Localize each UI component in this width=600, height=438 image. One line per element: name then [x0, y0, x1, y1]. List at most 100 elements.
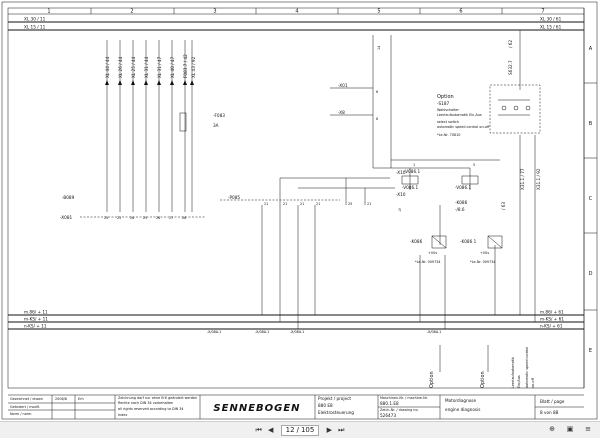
- option-part: *Le-Nr. 70810: [437, 133, 460, 137]
- top-power-rails: XL 30 / 11 XL 15 / 11 XL 30 / 61 XL 15 /…: [8, 17, 584, 31]
- rail-label-top2-right: XL 15 / 61: [540, 25, 562, 30]
- option-ref4: X31.1 / 92: [536, 168, 541, 190]
- option-rot-d: on-off: [531, 377, 535, 388]
- relay-section: -V086.1 -V086.1 -V086.1 -K086 -/8.6 -K08…: [396, 163, 506, 264]
- next-page-button[interactable]: ▶: [326, 426, 333, 434]
- p085-pin-6: 21: [367, 202, 371, 206]
- relay-part-2: *Le-Nr. 009734: [470, 260, 496, 264]
- x081-pin-2: 25: [117, 216, 121, 220]
- page-indicator[interactable]: 12 / 105: [280, 424, 320, 436]
- menu-icon[interactable]: ≡: [585, 425, 591, 433]
- rail-label-top1: XL 30 / 11: [24, 17, 46, 22]
- x081-pin-3: 26: [130, 216, 134, 220]
- option-text-de2: Leerlaufautomatik Ein-Aus: [437, 113, 482, 117]
- project-value: 880 E8: [318, 403, 333, 408]
- x081-pin-5: 26: [156, 216, 160, 220]
- created-name: Erh: [78, 397, 84, 401]
- prev-page-button[interactable]: ◀: [267, 426, 274, 434]
- rail-label-bot3-right: n-KS/ + 61: [540, 324, 563, 329]
- terminal-row-x081: -X081 25 25 26 25 26 27 28: [60, 215, 205, 220]
- option-sections: Option Option Leerlaufautomatik Ein/Aus …: [429, 345, 535, 388]
- rail-label-bot1-right: m.86/ + 61: [540, 310, 564, 315]
- page-separator: /: [296, 426, 299, 434]
- option-rot-a: Leerlaufautomatik: [511, 357, 515, 388]
- created-date: 2006/8: [55, 397, 67, 401]
- connector-label-3: XL 25 / 44: [131, 56, 136, 78]
- relay-ref-right: / 63: [501, 202, 506, 210]
- relay-k086-2-ref: +V0s: [480, 251, 489, 255]
- relay-part-1: *Le-Nr. 009734: [415, 260, 441, 264]
- rail-label-bot1: m.86/ + 11: [24, 310, 48, 315]
- bottom-ref-1: -X/08A.1: [207, 330, 221, 334]
- bottom-ref-2: -X/08A.1: [255, 330, 269, 334]
- option-rot-c: automatic speed control: [525, 347, 529, 388]
- relay-k086-1: -K086: [410, 239, 423, 244]
- x081-pin-4: 25: [143, 216, 147, 220]
- terminal-x081-label: -X081: [60, 215, 72, 220]
- column-label-7: 7: [541, 9, 544, 15]
- row-label-e: E: [589, 348, 592, 354]
- relay-x10: -X10: [396, 170, 406, 175]
- option-switch-s187: Option -S187 Wahlschalter Leerlaufautoma…: [437, 40, 541, 190]
- p085-pin-5: 25: [348, 202, 352, 206]
- row-label-b: B: [589, 121, 593, 127]
- fullscreen-icon[interactable]: ▣: [566, 425, 574, 433]
- relay-k086: -K086: [455, 200, 468, 205]
- drawing-label: Zeich-Nr. / drawing no.: [380, 408, 419, 412]
- rail-label-bot2: m-KS/ + 11: [24, 317, 48, 322]
- wire-label-1: 1: [413, 163, 415, 167]
- rail-label-bot3: n-KS/ + 11: [24, 324, 47, 329]
- terminal-p085-label: -P085: [228, 195, 240, 200]
- option-section-1: Option: [429, 371, 435, 388]
- sheet-border: [1, 1, 598, 420]
- pdf-viewer-toolbar: ⏮ ◀ 12 / 105 ▶ ⏭ ⊕ ▣ ≡: [0, 421, 600, 438]
- option-rot-b: Ein/Aus: [517, 375, 521, 388]
- x081-pin-7: 28: [182, 216, 186, 220]
- option-ref3: X31.1 / 77: [520, 168, 525, 190]
- connector-label-4: XL 31 / 44: [144, 56, 149, 78]
- rail-label-top2: XL 15 / 11: [24, 25, 46, 30]
- diagram-title-en: engine diagnosis: [445, 407, 480, 412]
- fuse-label-1: F083.7 / 42: [183, 54, 188, 78]
- bottom-power-rails: m.86/ + 11 m-KS/ + 11 n-KS/ + 11 m.86/ +…: [8, 310, 584, 330]
- checked-label: Geändert / modif.: [10, 405, 40, 409]
- option-text-de: Wahlschalter: [437, 108, 460, 112]
- page-current[interactable]: 12: [285, 426, 295, 434]
- terminal-b089-label: -B089: [62, 195, 75, 200]
- column-label-1: 1: [47, 9, 50, 15]
- relay-k086-2: -K086 1: [460, 239, 477, 244]
- signal-x8: -X8: [338, 110, 345, 115]
- row-label-d: D: [589, 271, 593, 277]
- p085-pin-1: 21: [264, 202, 268, 206]
- project-sub: Elektrosteuerung: [318, 410, 354, 415]
- page-total: 105: [300, 426, 315, 434]
- p085-pin-2: 21: [283, 202, 287, 206]
- zoom-icon[interactable]: ⊕: [549, 425, 555, 433]
- x081-pin-6: 27: [169, 216, 173, 220]
- option-code: -S187: [437, 101, 449, 106]
- company-logo: SENNEBOGEN: [213, 403, 300, 414]
- wiring: [261, 30, 536, 329]
- bottom-ref-4: -X/08A.1: [427, 330, 441, 334]
- x081-pin-1: 25: [104, 216, 108, 220]
- signal-8: 8: [376, 117, 378, 121]
- diode-v086-2: -V086.1: [455, 185, 471, 190]
- column-label-6: 6: [459, 9, 462, 15]
- norm-label: Norm / norm: [10, 412, 32, 416]
- diode-v086-1-ref: -V086.1: [404, 169, 420, 174]
- first-page-button[interactable]: ⏮: [255, 425, 262, 434]
- terminal-row-p085: -P085 21 21 21 21 25 21: [220, 195, 371, 206]
- relay-sig-j: 7J: [398, 208, 401, 212]
- row-label-c: C: [589, 196, 593, 202]
- copyright-de: Zeichnung darf nur ohne Ertl geändert we…: [118, 396, 197, 400]
- last-page-button[interactable]: ⏭: [338, 425, 345, 434]
- copyright-en: all rights reserved according to DIN 34: [118, 407, 184, 411]
- machine-value: 880.1.E8: [380, 401, 399, 406]
- connector-arrows: [105, 40, 194, 212]
- rail-label-bot2-right: m-KS/ + 61: [540, 317, 564, 322]
- relay-x10b: -X10: [396, 192, 406, 197]
- connector-label-6: XL 40 / 47: [170, 56, 175, 78]
- wire-label-14: 14: [377, 46, 381, 50]
- column-label-4: 4: [295, 9, 298, 15]
- column-header: 1 2 3 4 5 6 7: [8, 8, 584, 15]
